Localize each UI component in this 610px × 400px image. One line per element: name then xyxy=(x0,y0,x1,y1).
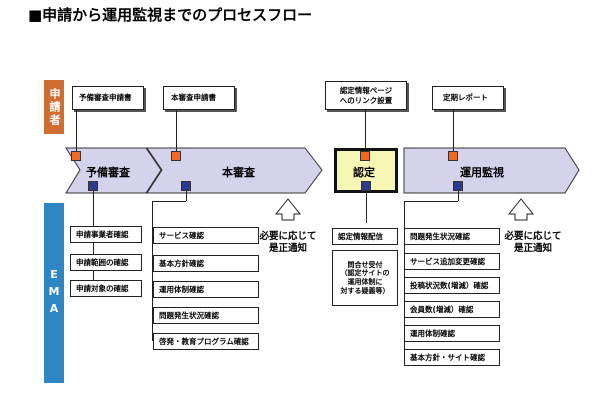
connector-line xyxy=(365,110,366,154)
ema-marker-prelim xyxy=(88,181,98,191)
ema-task-cert-1: 認定情報配信 xyxy=(332,228,398,245)
actor-applicant-band: 申請者 xyxy=(44,80,64,134)
applicant-marker-main xyxy=(171,151,181,161)
connector-line xyxy=(453,110,454,154)
ema-task-monitor-5: 運用体制確認 xyxy=(404,325,500,342)
ema-task-main-4: 問題発生状況確認 xyxy=(153,307,259,324)
applicant-doc-prelim: 予備審査申請書 xyxy=(72,86,144,110)
ema-task-monitor-3: 投稿状況数(増減）確認 xyxy=(404,277,500,294)
applicant-marker-cert xyxy=(360,151,370,161)
ema-task-monitor-1: 問題発生状況確認 xyxy=(404,228,500,245)
ema-trunk-monitor xyxy=(458,191,459,201)
correction-note-monitor: 必要に応じて 是正通知 xyxy=(504,231,562,255)
stage-label-cert: 認定 xyxy=(353,166,375,179)
applicant-marker-prelim xyxy=(71,151,81,161)
applicant-doc-main: 本審査申請書 xyxy=(163,86,235,110)
correction-arrow-main xyxy=(274,198,302,221)
ema-task-main-1: サービス確認 xyxy=(153,227,259,244)
applicant-doc-cert: 認定情報ページ へのリンク設置 xyxy=(325,81,407,110)
ema-marker-main xyxy=(181,181,191,191)
ema-marker-monitor xyxy=(453,181,463,191)
stage-label-prelim: 予備審査 xyxy=(86,166,130,179)
ema-trunk-main xyxy=(186,191,187,201)
connector-line xyxy=(76,110,77,154)
ema-task-monitor-4: 会員数(増減）確認 xyxy=(404,301,500,318)
applicant-doc-monitor: 定期レポート xyxy=(432,86,504,110)
page-title: ■申請から運用監視までのプロセスフロー xyxy=(28,6,313,24)
correction-note-main: 必要に応じて 是正通知 xyxy=(259,231,317,255)
connector-line xyxy=(176,110,177,154)
ema-task-prelim-3: 申請対象の確認 xyxy=(70,280,142,297)
ema-trunk-main-vertical xyxy=(152,201,153,341)
ema-marker-cert xyxy=(361,181,371,191)
ema-task-monitor-6: 基本方針・サイト確認 xyxy=(404,349,500,366)
ema-task-prelim-1: 申請事業者確認 xyxy=(70,226,142,243)
ema-task-main-5: 啓発・教育プログラム確認 xyxy=(153,333,259,350)
correction-arrow-monitor xyxy=(507,198,535,221)
ema-task-main-3: 運用体制確認 xyxy=(153,281,259,298)
ema-trunk-cert xyxy=(366,191,367,223)
ema-task-main-2: 基本方針確認 xyxy=(153,255,259,272)
actor-ema-band: EMA xyxy=(44,203,64,383)
applicant-marker-monitor xyxy=(448,151,458,161)
stage-label-main: 本審査 xyxy=(222,166,255,179)
ema-task-monitor-2: サービス追加変更確認 xyxy=(404,253,500,270)
ema-branch-monitor xyxy=(404,201,458,202)
ema-task-prelim-2: 申請範囲の確認 xyxy=(70,254,142,271)
stage-label-monitor: 運用監視 xyxy=(460,166,504,179)
ema-branch-main xyxy=(152,201,186,202)
ema-task-cert-2: 問合せ受付 （認定サイトの 運用体制に 対する疑義等） xyxy=(332,250,398,306)
stage-arrow-monitor xyxy=(403,147,580,194)
